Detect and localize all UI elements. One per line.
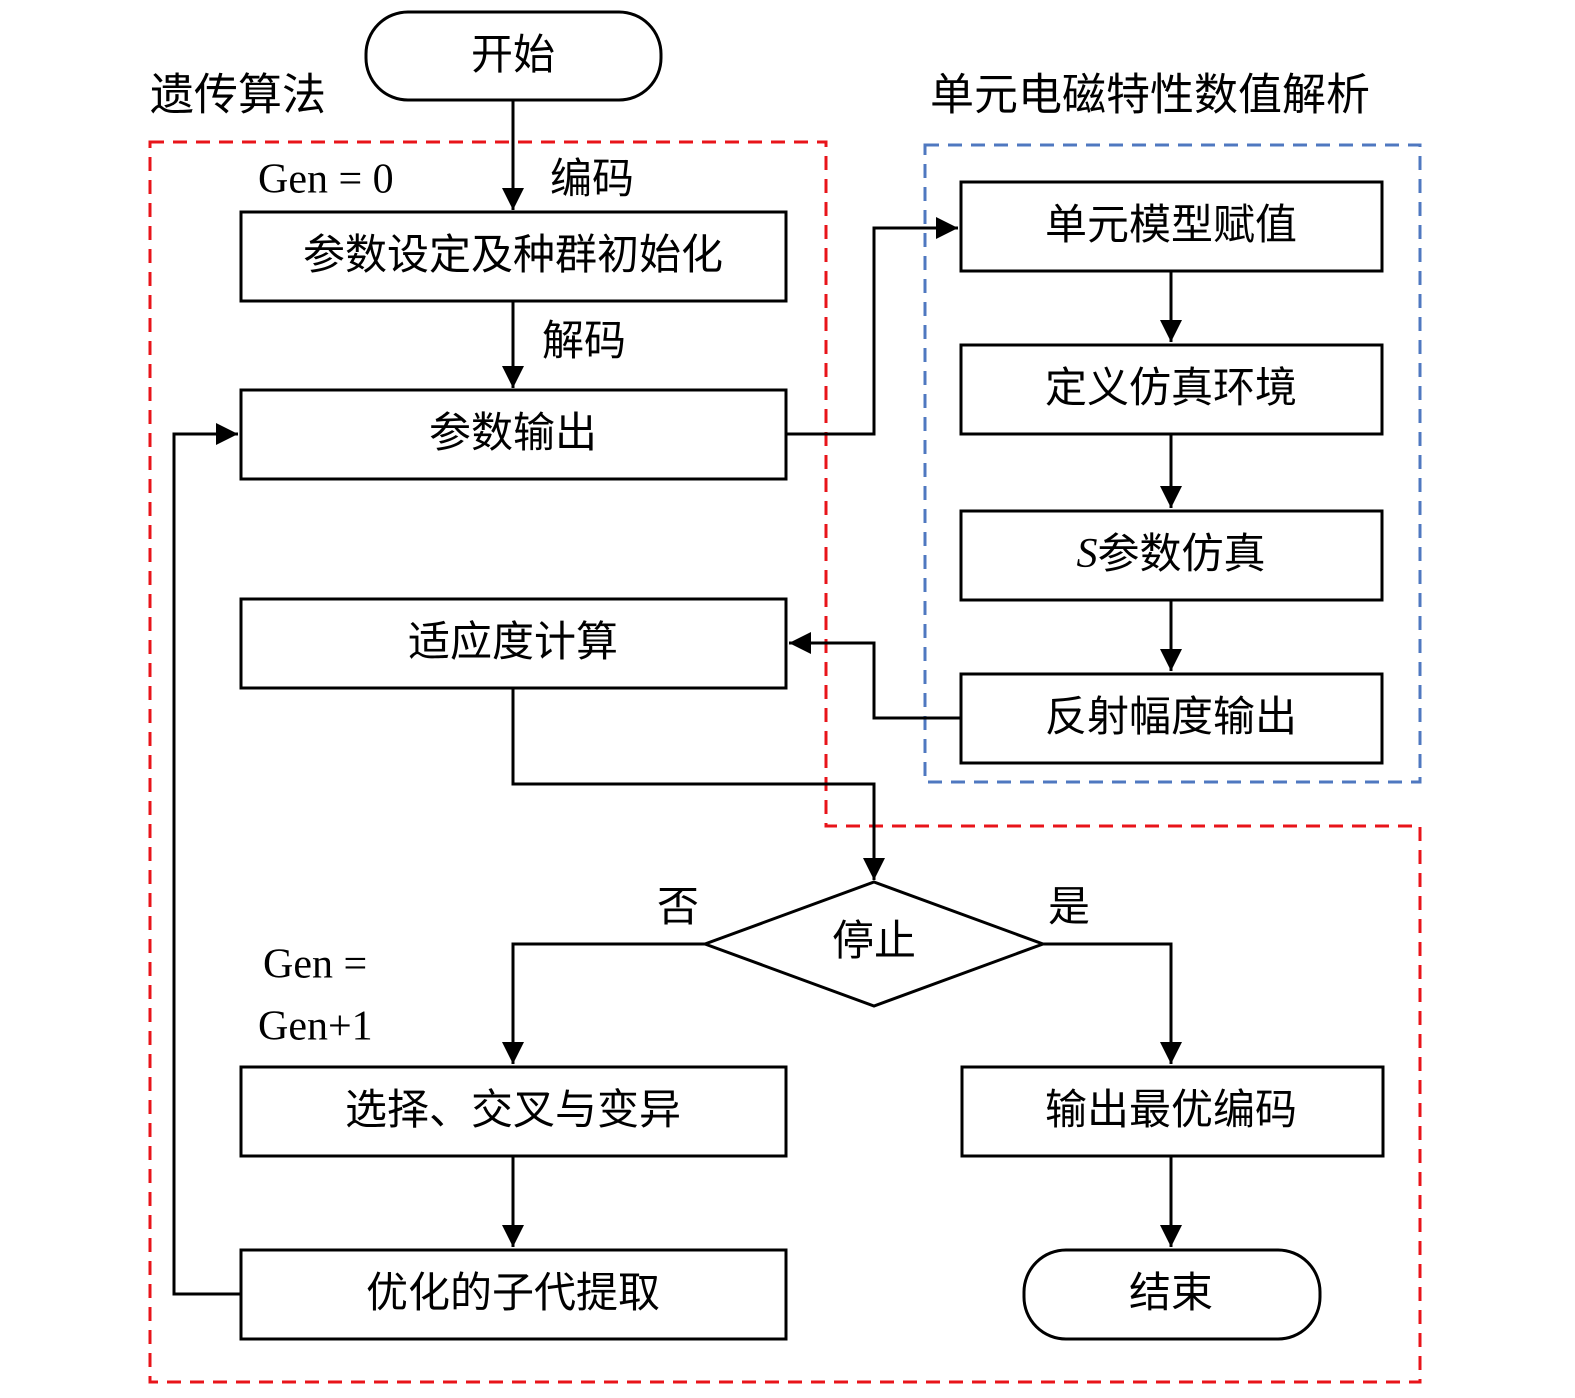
- offspring-box[interactable]: [239, 1248, 788, 1341]
- define-env-label: 定义仿真环境: [1045, 363, 1297, 412]
- arrow-offspring-loop: [172, 423, 241, 1296]
- gen-increment-label-2: Gen+1: [258, 1004, 373, 1050]
- yes-label: 是: [1048, 882, 1090, 931]
- end-label: 结束: [1129, 1268, 1213, 1317]
- decode-label: 解码: [542, 316, 626, 365]
- arrow-param-to-model: [786, 217, 958, 436]
- reflect-output-box[interactable]: [959, 672, 1384, 765]
- model-assign-box[interactable]: [959, 180, 1384, 273]
- select-box[interactable]: [239, 1065, 788, 1158]
- param-output-label: 参数输出: [429, 408, 597, 457]
- select-label: 选择、交叉与变异: [345, 1085, 681, 1134]
- stop-decision[interactable]: [700, 880, 1048, 1008]
- arrow-stop-to-best: [1043, 942, 1182, 1064]
- reflect-output-label: 反射幅度输出: [1045, 692, 1297, 741]
- em-analysis-region: [923, 143, 1422, 784]
- end-terminal[interactable]: [1022, 1248, 1322, 1341]
- genetic-algorithm-region: [148, 140, 1422, 1384]
- best-output-label: 输出最优编码: [1045, 1085, 1297, 1134]
- fitness-label: 适应度计算: [408, 617, 618, 666]
- arrow-stop-to-select: [502, 942, 705, 1064]
- s-param-box[interactable]: [959, 509, 1384, 602]
- s-param-label: S参数仿真: [1076, 529, 1265, 578]
- encode-label: 编码: [550, 154, 634, 203]
- s-param-symbol: S: [1076, 531, 1097, 577]
- genetic-algorithm-title: 遗传算法: [150, 70, 326, 121]
- gen-increment-label-1: Gen =: [263, 942, 367, 988]
- model-assign-label: 单元模型赋值: [1045, 200, 1297, 249]
- s-param-text: 参数仿真: [1097, 529, 1265, 578]
- init-label: 参数设定及种群初始化: [303, 230, 723, 279]
- start-label: 开始: [471, 30, 555, 79]
- em-analysis-title: 单元电磁特性数值解析: [930, 70, 1370, 121]
- init-box[interactable]: [239, 210, 788, 303]
- stop-label: 停止: [832, 916, 916, 965]
- no-label: 否: [657, 882, 699, 931]
- arrow-fitness-to-stop: [511, 688, 885, 880]
- param-output-box[interactable]: [239, 388, 788, 481]
- fitness-box[interactable]: [239, 597, 788, 690]
- arrow-reflect-to-fitness: [789, 632, 961, 720]
- offspring-label: 优化的子代提取: [366, 1268, 660, 1317]
- gen-zero-label: Gen = 0: [258, 157, 394, 203]
